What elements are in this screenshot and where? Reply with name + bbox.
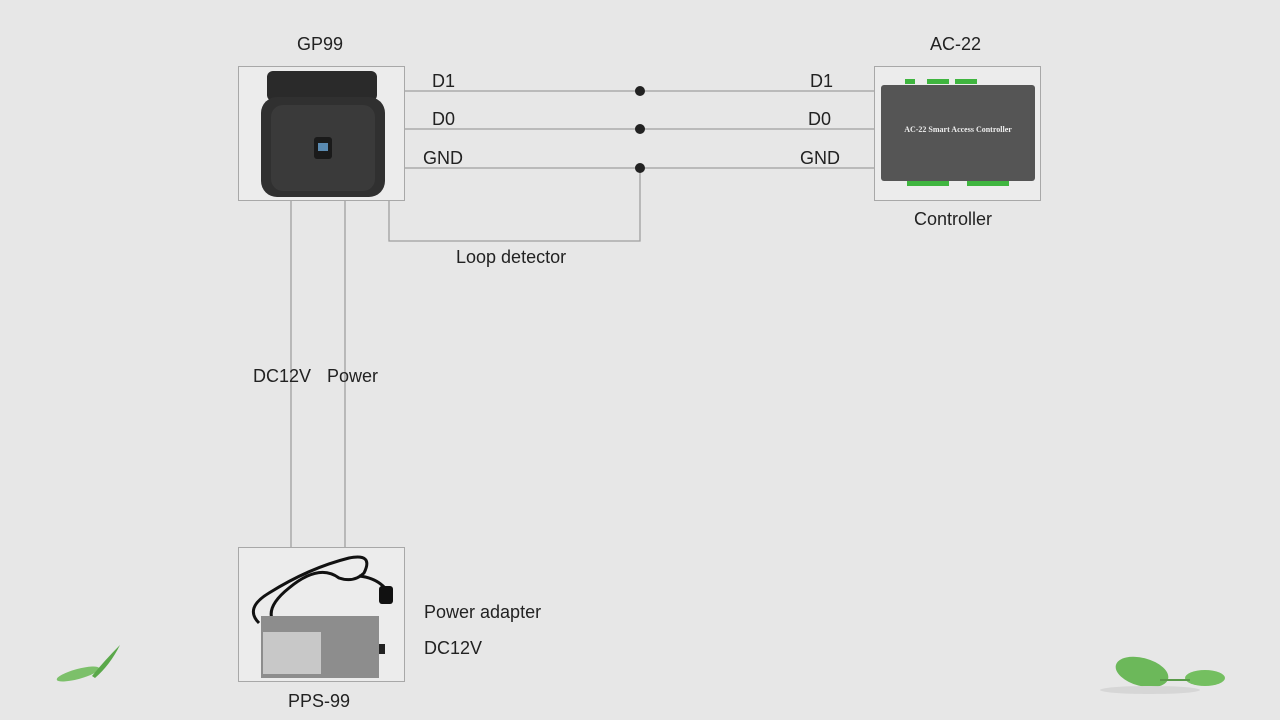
controller-panel-text: AC-22 Smart Access Controller <box>904 125 1012 134</box>
power-adapter-image <box>251 555 393 678</box>
controller-caption: Controller <box>914 209 993 229</box>
junction-dot <box>635 124 645 134</box>
junction-dot <box>635 86 645 96</box>
leaf-right-icon <box>1100 656 1225 694</box>
junction-dot <box>635 163 645 173</box>
leaf-left-icon <box>56 645 120 682</box>
loop-detector-label: Loop detector <box>456 247 567 267</box>
controller-image: AC-22 Smart Access Controller <box>881 79 1035 186</box>
dc12v-label: DC12V <box>253 366 312 386</box>
power-adapter-voltage: DC12V <box>424 638 483 658</box>
power-label: Power <box>327 366 379 386</box>
power-adapter-caption: Power adapter <box>424 602 542 622</box>
power-adapter-title: PPS-99 <box>288 691 351 711</box>
wire-label-left-d1: D1 <box>432 71 456 91</box>
wire-label-left-gnd: GND <box>423 148 463 168</box>
reader-title: GP99 <box>297 34 344 54</box>
wire-label-right-gnd: GND <box>800 148 840 168</box>
controller-title: AC-22 <box>930 34 982 54</box>
wire-label-right-d0: D0 <box>808 109 832 129</box>
wire-loop-detector <box>388 168 641 242</box>
reader-image <box>261 71 385 197</box>
wire-label-right-d1: D1 <box>810 71 834 91</box>
wire-label-left-d0: D0 <box>432 109 456 129</box>
controller-device: AC-22 Smart Access Controller <box>874 66 1041 201</box>
reader-device <box>238 66 405 201</box>
power-adapter-device <box>238 547 405 682</box>
